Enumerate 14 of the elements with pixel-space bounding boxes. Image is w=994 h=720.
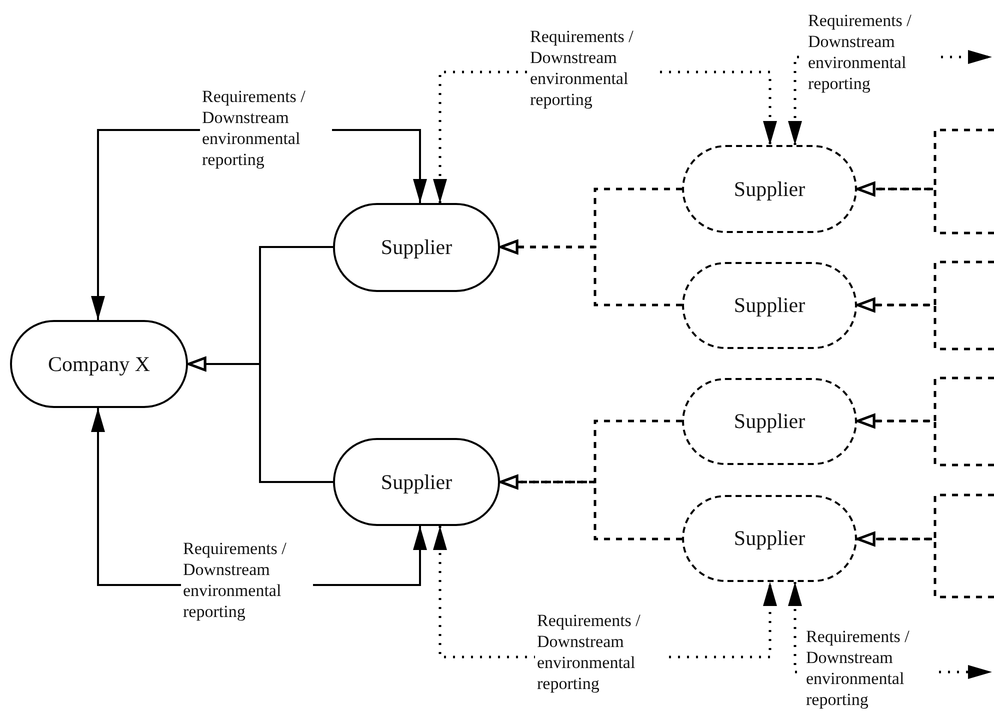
node-label: Supplier (734, 293, 806, 318)
node-label: Company X (48, 352, 150, 376)
node-label: Supplier (734, 176, 806, 202)
node-label: Supplier (734, 409, 806, 434)
supply-connector (856, 182, 994, 234)
supply-connector (856, 414, 994, 466)
supply-connector (500, 240, 682, 306)
node-label: Supplier (380, 470, 452, 494)
node-label: Supplier (734, 526, 806, 551)
supply-connector (856, 532, 994, 598)
supply-connector (856, 298, 994, 350)
supply-connector (500, 474, 682, 540)
supply-connector (188, 356, 333, 483)
node-label: Supplier (380, 235, 452, 260)
